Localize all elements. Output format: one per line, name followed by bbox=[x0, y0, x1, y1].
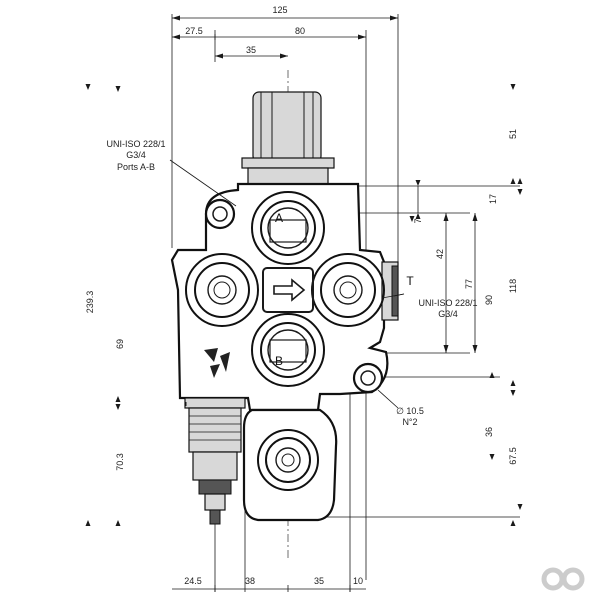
port-t-label: T bbox=[406, 274, 414, 288]
dim-right-90: 90 bbox=[484, 295, 494, 305]
port-a bbox=[251, 191, 325, 265]
arrowheads bbox=[85, 15, 523, 526]
dim-right-77: 77 bbox=[464, 279, 474, 289]
ports-ab-spec-line3: Ports A-B bbox=[117, 162, 155, 172]
dim-left-total: 239.3 bbox=[85, 291, 95, 314]
dim-right-118: 118 bbox=[508, 279, 518, 293]
dim-left-upper: 69 bbox=[115, 339, 125, 349]
callout-labels: UNI-ISO 228/1 G3/4 Ports A-B UNI-ISO 228… bbox=[106, 139, 477, 427]
body-outline bbox=[170, 182, 389, 412]
dim-bottom-d2: 38 bbox=[245, 576, 255, 586]
port-left bbox=[185, 253, 259, 327]
dim-left-lower: 70.3 bbox=[115, 453, 125, 471]
mount-hole-diameter: ∅ 10.5 bbox=[396, 406, 424, 416]
ports-ab-spec-line1: UNI-ISO 228/1 bbox=[106, 139, 165, 149]
port-a-label: A bbox=[275, 211, 283, 225]
detent-kit bbox=[184, 397, 246, 525]
ports-ab-spec-line2: G3/4 bbox=[126, 150, 146, 160]
spool-cap bbox=[252, 91, 322, 163]
port-t-spec-line2: G3/4 bbox=[438, 309, 458, 319]
dimension-labels: 125 27.5 80 35 24.5 38 35 10 239.3 69 70… bbox=[85, 5, 518, 586]
dimension-lines bbox=[172, 17, 476, 592]
dim-bottom-d4: 10 bbox=[353, 576, 363, 586]
dim-right-67-5: 67.5 bbox=[508, 447, 518, 465]
brand-logo-icon bbox=[541, 567, 585, 591]
dim-top-width-80: 80 bbox=[295, 26, 305, 36]
dim-top-width-35: 35 bbox=[246, 45, 256, 55]
dim-top-overall: 125 bbox=[272, 5, 287, 15]
port-b-label: B bbox=[275, 354, 283, 368]
port-t-spec-line1: UNI-ISO 228/1 bbox=[418, 298, 477, 308]
dim-bottom-d3: 35 bbox=[314, 576, 324, 586]
dim-right-51: 51 bbox=[508, 129, 518, 139]
dim-right-7: 7 bbox=[413, 218, 423, 223]
dim-right-36: 36 bbox=[484, 427, 494, 437]
manufacturer-emblem-icon bbox=[204, 348, 230, 378]
dim-top-left-offset: 27.5 bbox=[185, 26, 203, 36]
port-b bbox=[251, 313, 325, 387]
valve-body bbox=[170, 91, 399, 525]
mount-hole-count: N°2 bbox=[402, 417, 417, 427]
flow-arrow-icon bbox=[262, 267, 314, 313]
dim-bottom-d1: 24.5 bbox=[184, 576, 202, 586]
leader-lines bbox=[169, 159, 405, 409]
dim-right-17: 17 bbox=[488, 194, 498, 204]
dim-right-42: 42 bbox=[435, 249, 445, 259]
